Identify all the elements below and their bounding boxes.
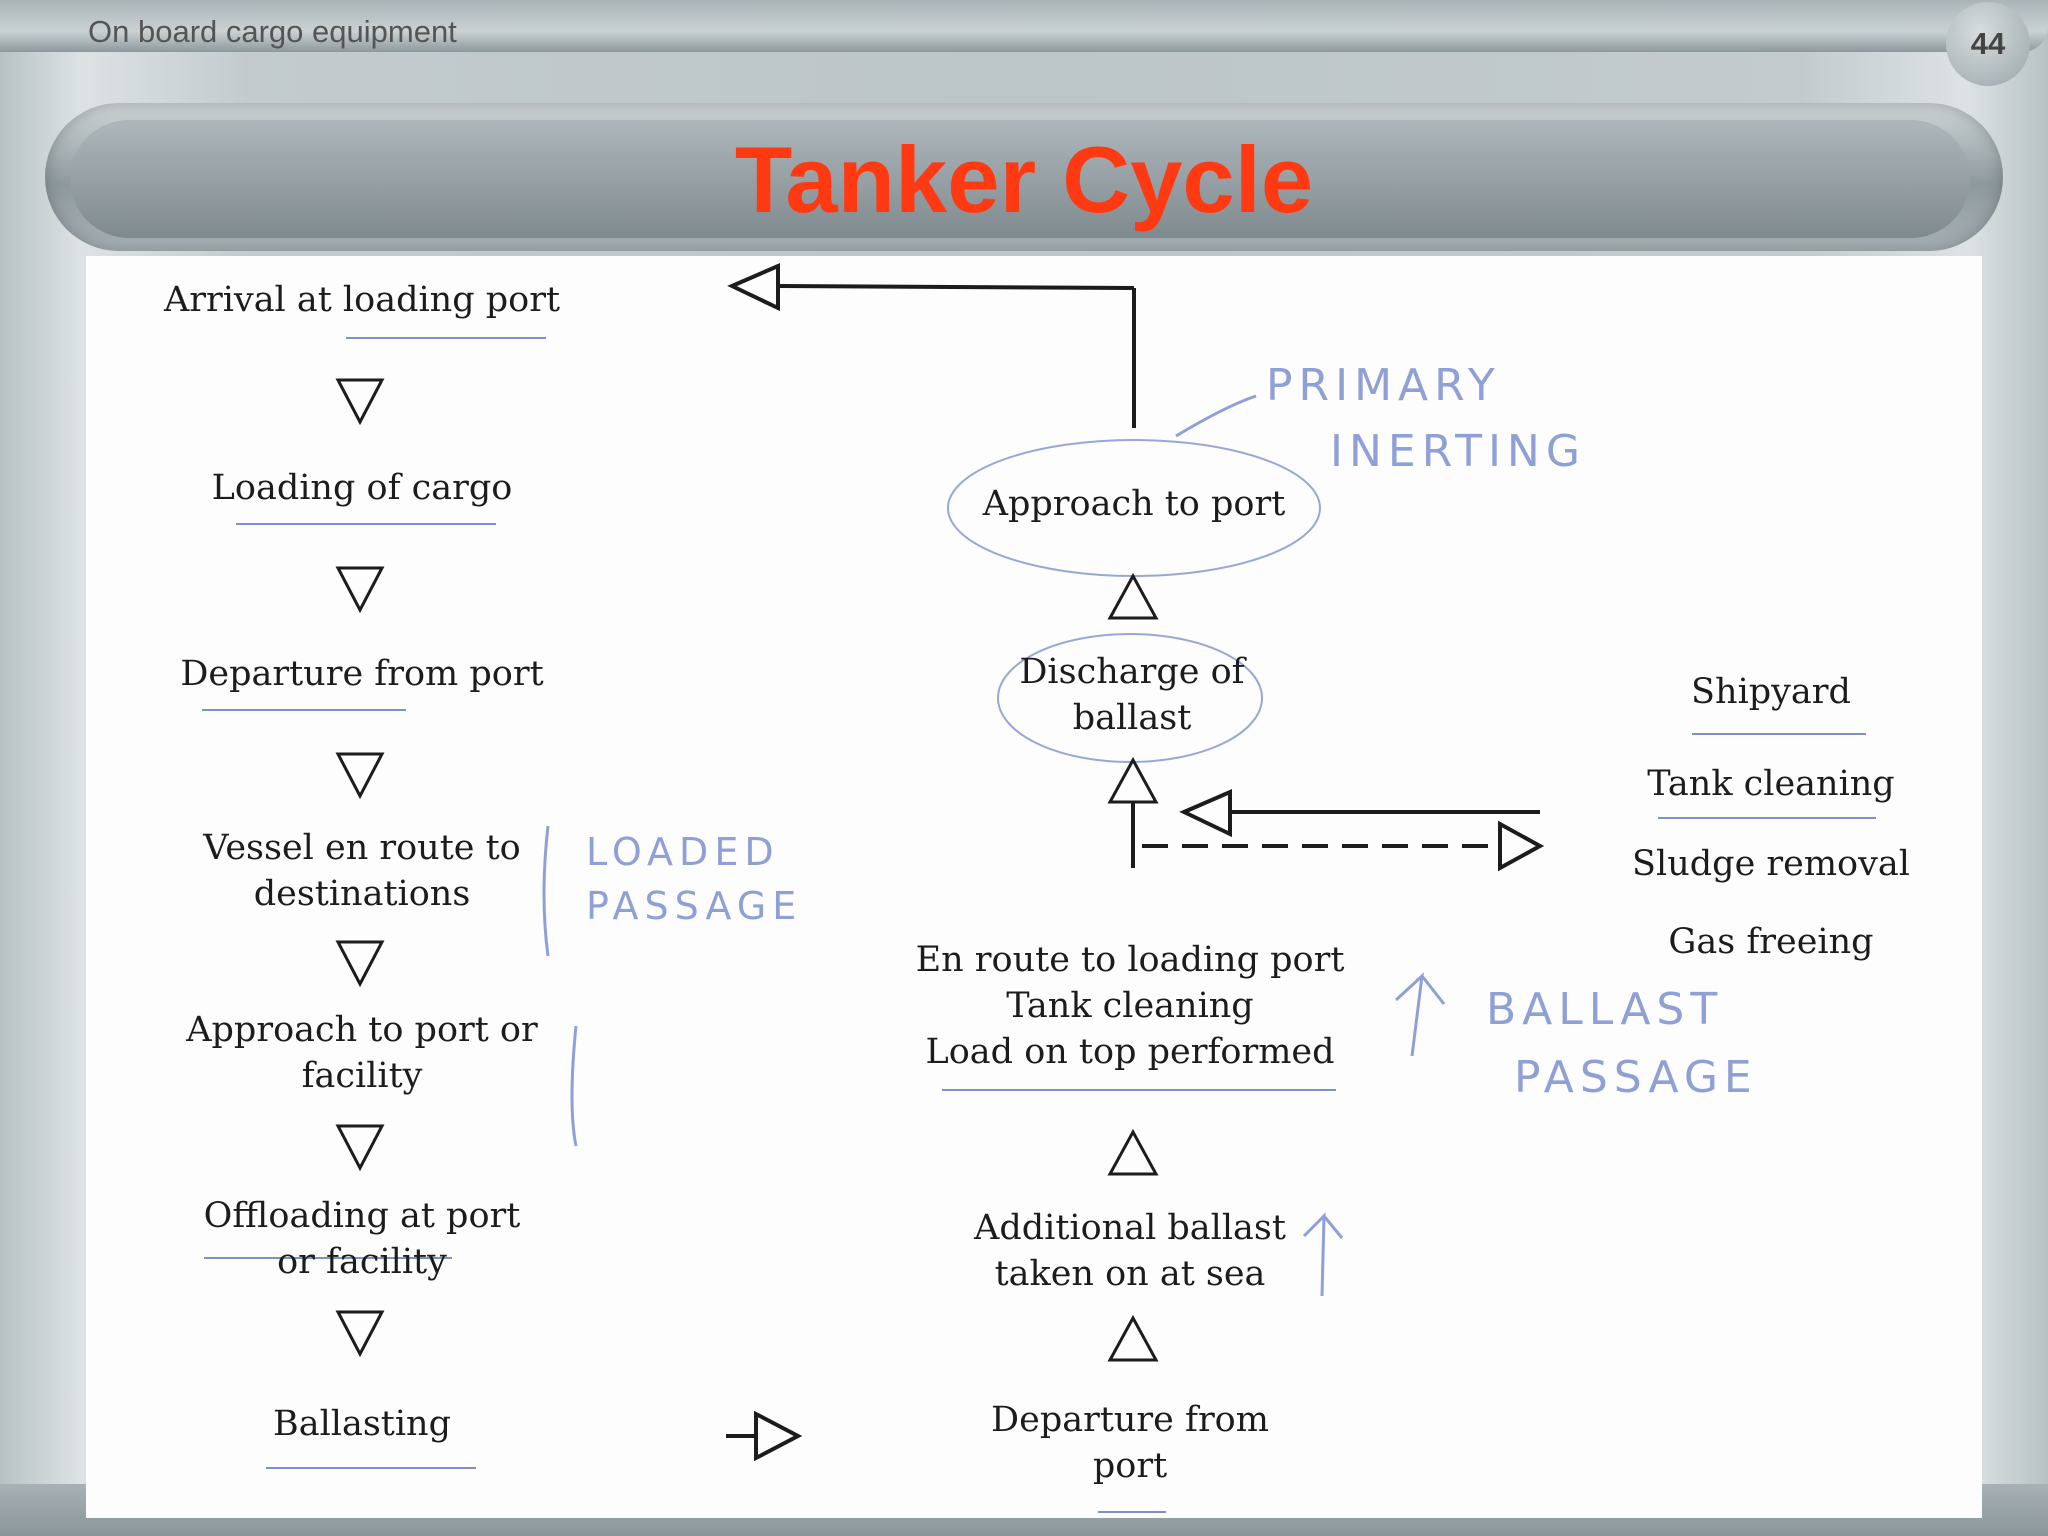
note-primary: PRIMARY (1266, 360, 1501, 411)
right-arrow-ballasting (754, 1410, 803, 1462)
shipyard-sludge-removal: Sludge removal (1632, 844, 1910, 884)
step-arrival: Arrival at loading port (163, 280, 561, 320)
discharge-ellipse (997, 633, 1263, 763)
up-arrow-1 (1107, 572, 1159, 620)
step-departure-port-2: port (1092, 1446, 1168, 1486)
step-en-route-loading-1: En route to loading port (915, 940, 1345, 980)
note-ballast-passage: PASSAGE (1514, 1052, 1758, 1103)
left-arrow-return (727, 262, 780, 312)
note-ballast: BALLAST (1486, 984, 1724, 1035)
step-approach-2: facility (301, 1056, 423, 1096)
down-arrow-3 (335, 752, 385, 800)
step-loading: Loading of cargo (211, 468, 513, 508)
step-additional-ballast-1: Additional ballast (974, 1208, 1286, 1248)
down-arrow-5 (335, 1124, 385, 1172)
note-loaded: LOADED (586, 830, 780, 874)
down-arrow-2 (335, 566, 385, 614)
slide-title: Tanker Cycle (734, 127, 1314, 232)
step-departure-port-1: Departure from (991, 1400, 1269, 1440)
down-arrow-6 (335, 1310, 385, 1358)
up-arrow-4 (1107, 1314, 1159, 1362)
step-en-route-1: Vessel en route to (203, 828, 521, 868)
shipyard-gas-freeing: Gas freeing (1668, 922, 1874, 962)
page-number: 44 (1946, 2, 2030, 86)
diagram-graphics (202, 262, 1876, 1513)
step-approach-1: Approach to port or (186, 1010, 538, 1050)
title-bar-inner (70, 120, 1970, 238)
header-label: On board cargo equipment (88, 14, 457, 49)
step-ballasting: Ballasting (272, 1404, 451, 1444)
step-en-route-loading-2: Tank cleaning (1006, 986, 1254, 1026)
step-offloading-1: Offloading at port (203, 1196, 521, 1236)
step-en-route-2: destinations (253, 874, 471, 914)
shipyard-tank-cleaning: Tank cleaning (1647, 764, 1895, 804)
step-discharge-1: Discharge of (1019, 652, 1245, 692)
down-arrow-4 (335, 940, 385, 988)
up-arrow-2 (1107, 756, 1159, 804)
up-arrow-3 (1107, 1128, 1159, 1176)
note-loaded-passage: PASSAGE (586, 884, 803, 928)
down-arrow-1 (335, 378, 385, 426)
note-inerting: INERTING (1330, 426, 1586, 477)
left-arrow-shipyard (1179, 788, 1232, 838)
step-additional-ballast-2: taken on at sea (994, 1254, 1266, 1294)
shipyard-label: Shipyard (1691, 672, 1851, 712)
scanned-diagram: Arrival at loading port Loading of cargo… (86, 256, 1982, 1518)
step-en-route-loading-3: Load on top performed (925, 1032, 1335, 1072)
step-offloading-2: or facility (277, 1242, 447, 1282)
step-approach-port: Approach to port (982, 484, 1286, 524)
right-arrow-shipyard (1498, 820, 1545, 872)
step-departure: Departure from port (180, 654, 544, 694)
step-discharge-2: ballast (1072, 698, 1192, 738)
header-bar (0, 0, 2048, 52)
